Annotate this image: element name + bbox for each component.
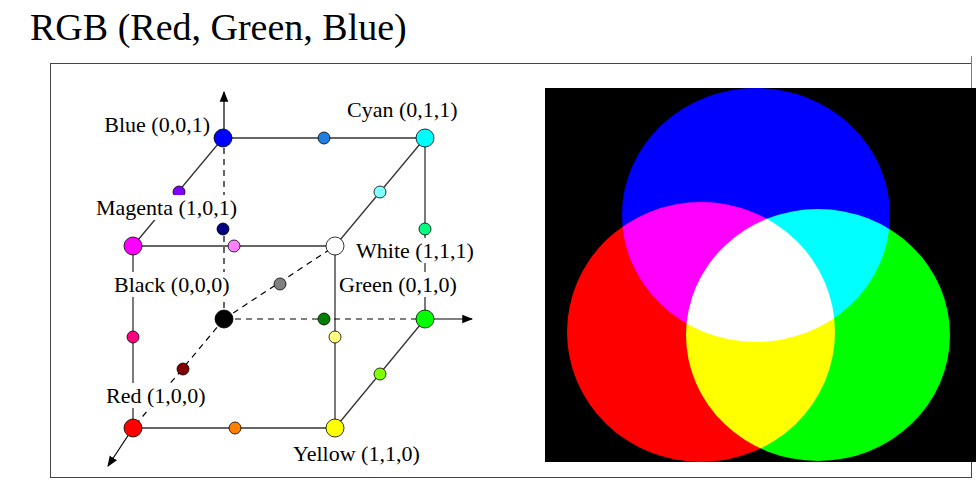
- vertex-label: Magenta (1,0,1): [94, 195, 239, 220]
- vertex-label: Green (0,1,0): [337, 272, 459, 297]
- frame: [51, 64, 972, 478]
- vertex-label: White (1,1,1): [354, 238, 476, 263]
- vertex-label: Cyan (0,1,1): [345, 97, 460, 122]
- vertex-label: Black (0,0,0): [112, 272, 231, 297]
- additive-mixing: [545, 88, 976, 462]
- page-title: RGB (Red, Green, Blue): [30, 6, 407, 50]
- axes: [108, 92, 472, 466]
- vertex-label: Yellow (1,1,0): [291, 441, 422, 466]
- vertex-label: Blue (0,0,1): [102, 112, 212, 137]
- vertex-label: Red (1,0,0): [104, 383, 208, 408]
